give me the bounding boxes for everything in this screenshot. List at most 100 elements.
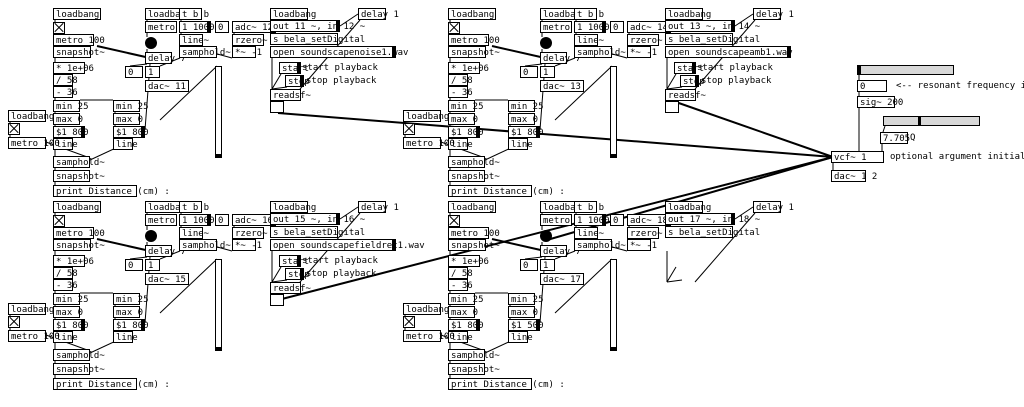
number-box-c-1[interactable]: 0 <box>215 21 229 33</box>
start-message-2[interactable]: start <box>674 62 704 74</box>
delay-1-3[interactable]: delay 1 <box>358 201 399 213</box>
samphold-object-b-4[interactable]: samphold~ <box>574 239 626 251</box>
q-hslider[interactable] <box>883 116 980 126</box>
loadbang-3[interactable]: loadbang <box>53 201 101 213</box>
loadbang-b-3[interactable]: loadbang <box>8 303 54 315</box>
bang-button-b-1[interactable] <box>8 123 20 135</box>
vertical-slider-4[interactable] <box>610 259 617 351</box>
snapshot-object-b-2[interactable]: snapshot~ <box>448 170 500 182</box>
line-object-4[interactable]: line <box>448 331 473 343</box>
send-bela-setdigital-4[interactable]: s bela_setDigital <box>665 226 760 238</box>
bang-button-2[interactable] <box>448 22 460 34</box>
line-object-3[interactable]: line <box>53 331 78 343</box>
number-box-1-1[interactable]: 1 <box>145 66 160 78</box>
number-box-1-4[interactable]: 1 <box>540 259 555 271</box>
metro-100-1[interactable]: metro 100 <box>53 34 105 46</box>
q-number-box[interactable]: 7.705 <box>880 132 910 144</box>
multiply-1e06-2[interactable]: * 1e+06 <box>448 62 489 74</box>
bang-indicator-3[interactable] <box>145 230 157 242</box>
loadbang-d-4[interactable]: loadbang <box>665 201 711 213</box>
max-0-4[interactable]: max 0 <box>448 306 478 318</box>
bang-button-b-4[interactable] <box>403 316 415 328</box>
minus-36-4[interactable]: - 36 <box>448 279 473 291</box>
trigger-b-b-1[interactable]: t b b <box>179 8 209 20</box>
vertical-slider-1[interactable] <box>215 66 222 158</box>
message-1-800-b-2[interactable]: $1 800 <box>508 126 544 138</box>
samphold-object-2[interactable]: samphold~ <box>448 156 500 168</box>
vertical-slider-2[interactable] <box>610 66 617 158</box>
message-1-800-b-4[interactable]: $1 500 <box>508 319 544 331</box>
message-1-800-3[interactable]: $1 800 <box>53 319 89 331</box>
send-bela-setdigital-2[interactable]: s bela_setDigital <box>665 33 760 45</box>
frequency-number-box[interactable]: 0 <box>857 80 887 92</box>
message-1-800-4[interactable]: $1 800 <box>448 319 484 331</box>
bang-indicator-1[interactable] <box>145 37 157 49</box>
loadbang-c-1[interactable]: loadbang <box>145 8 191 20</box>
loadbang-c-3[interactable]: loadbang <box>145 201 191 213</box>
loadbang-d-3[interactable]: loadbang <box>270 201 316 213</box>
vertical-slider-3[interactable] <box>215 259 222 351</box>
samphold-object-1[interactable]: samphold~ <box>53 156 105 168</box>
metro-100-b-2[interactable]: metro 100 <box>403 137 455 149</box>
line-object-b-1[interactable]: line <box>113 138 138 150</box>
multiply-1e06-1[interactable]: * 1e+06 <box>53 62 94 74</box>
send-bela-setdigital-3[interactable]: s bela_setDigital <box>270 226 365 238</box>
number-box-0-2[interactable]: 0 <box>520 66 538 78</box>
snapshot-object-4[interactable]: snapshot~ <box>448 239 500 251</box>
message-1-1000-1[interactable]: 1 1000 <box>179 21 215 33</box>
loadbang-4[interactable]: loadbang <box>448 201 496 213</box>
delay-7-3[interactable]: delay 7 <box>145 245 186 257</box>
metro-60-2[interactable]: metro 60 <box>540 21 586 33</box>
adc-in-4[interactable]: adc~ 18 <box>627 214 671 226</box>
loadbang-b-1[interactable]: loadbang <box>8 110 54 122</box>
number-box-0-4[interactable]: 0 <box>520 259 538 271</box>
loadbang-b-4[interactable]: loadbang <box>403 303 449 315</box>
samphold-object-b-1[interactable]: samphold~ <box>179 46 231 58</box>
samphold-object-4[interactable]: samphold~ <box>448 349 500 361</box>
divide-58-3[interactable]: / 58 <box>53 267 78 279</box>
times-negative-one-4[interactable]: *~ -1 <box>627 239 657 251</box>
min-25-4[interactable]: min 25 <box>448 293 484 305</box>
samphold-object-b-3[interactable]: samphold~ <box>179 239 231 251</box>
snapshot-object-b-4[interactable]: snapshot~ <box>448 363 500 375</box>
max-0-b-3[interactable]: max 0 <box>113 306 143 318</box>
min-25-b-2[interactable]: min 25 <box>508 100 544 112</box>
line-object-2[interactable]: line <box>448 138 473 150</box>
stop-message-2[interactable]: stop <box>680 75 705 87</box>
line-object-b-2[interactable]: line <box>508 138 533 150</box>
loadbang-d-2[interactable]: loadbang <box>665 8 711 20</box>
samphold-object-b-2[interactable]: samphold~ <box>574 46 626 58</box>
vcf-object[interactable]: vcf~ 1 <box>831 151 884 163</box>
rzero-object-2[interactable]: rzero~ 1 <box>627 34 673 46</box>
max-0-b-2[interactable]: max 0 <box>508 113 538 125</box>
metro-100-b-1[interactable]: metro 100 <box>8 137 60 149</box>
snapshot-object-b-3[interactable]: snapshot~ <box>53 363 105 375</box>
rzero-object-1[interactable]: rzero~ 1 <box>232 34 278 46</box>
snapshot-object-b-1[interactable]: snapshot~ <box>53 170 105 182</box>
max-0-3[interactable]: max 0 <box>53 306 83 318</box>
divide-58-2[interactable]: / 58 <box>448 74 473 86</box>
number-box-0-1[interactable]: 0 <box>125 66 143 78</box>
loadbang-2[interactable]: loadbang <box>448 8 496 20</box>
dac-1-2[interactable]: dac~ 1 2 <box>831 170 877 182</box>
loadbang-d-1[interactable]: loadbang <box>270 8 316 20</box>
readsf-gain-1[interactable] <box>270 101 284 113</box>
max-0-2[interactable]: max 0 <box>448 113 478 125</box>
metro-100-2[interactable]: metro 100 <box>448 34 500 46</box>
out-in-message-4[interactable]: out 17 ~, in 18 ~ <box>665 213 760 225</box>
times-negative-one-1[interactable]: *~ -1 <box>232 46 262 58</box>
samphold-object-3[interactable]: samphold~ <box>53 349 105 361</box>
readsf-object-3[interactable]: readsf~ <box>270 282 311 294</box>
minus-36-1[interactable]: - 36 <box>53 86 78 98</box>
max-0-1[interactable]: max 0 <box>53 113 83 125</box>
snapshot-object-1[interactable]: snapshot~ <box>53 46 105 58</box>
line-sig-object-1[interactable]: line~ <box>179 34 209 46</box>
loadbang-1[interactable]: loadbang <box>53 8 101 20</box>
bang-button-4[interactable] <box>448 215 460 227</box>
metro-100-b-3[interactable]: metro 100 <box>8 330 60 342</box>
delay-7-4[interactable]: delay 7 <box>540 245 581 257</box>
number-box-c-3[interactable]: 0 <box>215 214 229 226</box>
line-sig-object-4[interactable]: line~ <box>574 227 604 239</box>
start-message-1[interactable]: start <box>279 62 309 74</box>
snapshot-object-3[interactable]: snapshot~ <box>53 239 105 251</box>
